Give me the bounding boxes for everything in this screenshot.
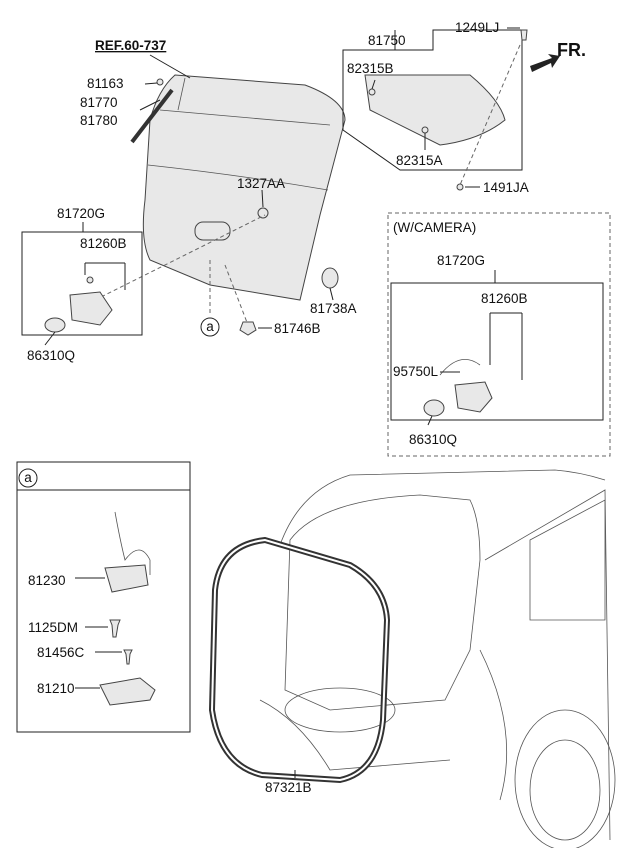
label-cam-86310q: 86310Q <box>409 432 457 447</box>
nut-1327aa <box>257 207 269 219</box>
label-cam-95750l: 95750L <box>393 364 439 379</box>
camera-title: (W/CAMERA) <box>393 220 476 235</box>
camera-variant-box <box>387 212 611 457</box>
label-81746b: 81746B <box>274 321 321 336</box>
front-arrow-icon <box>530 54 560 72</box>
weatherstrip-87321b <box>208 536 391 784</box>
label-1327aa: 1327AA <box>237 176 285 191</box>
label-82315a: 82315A <box>396 153 443 168</box>
detail-a-callout: a <box>24 470 32 485</box>
label-81456c: 81456C <box>37 645 85 660</box>
label-1249lj: 1249LJ <box>455 20 499 35</box>
label-87321b: 87321B <box>265 780 312 795</box>
front-label: FR. <box>557 40 586 60</box>
clip-81746b <box>239 321 257 336</box>
label-81260b: 81260B <box>80 236 127 251</box>
screw-1249lj <box>520 29 528 41</box>
label-81720g: 81720G <box>57 206 105 221</box>
label-82315b: 82315B <box>347 61 394 76</box>
label-86310q: 86310Q <box>27 348 75 363</box>
label-81780: 81780 <box>80 113 118 128</box>
tailgate-panel <box>142 74 346 301</box>
vehicle-rear-view <box>259 469 616 848</box>
label-81230: 81230 <box>28 573 66 588</box>
ref-label: REF.60-737 <box>95 38 166 53</box>
label-cam-81260b: 81260B <box>481 291 528 306</box>
label-81750: 81750 <box>368 33 406 48</box>
box-81750 <box>342 29 523 171</box>
label-81770: 81770 <box>80 95 118 110</box>
bumper-81738a <box>321 267 339 289</box>
label-81210: 81210 <box>37 681 75 696</box>
label-1125dm: 1125DM <box>28 620 78 635</box>
label-81738a: 81738A <box>310 301 357 316</box>
gas-strut <box>130 78 174 144</box>
label-81163: 81163 <box>87 76 124 91</box>
callout-a: a <box>206 319 214 334</box>
label-1491ja: 1491JA <box>483 180 529 195</box>
label-cam-81720g: 81720G <box>437 253 485 268</box>
detail-a-box <box>16 461 191 733</box>
box-81720g <box>21 231 143 336</box>
